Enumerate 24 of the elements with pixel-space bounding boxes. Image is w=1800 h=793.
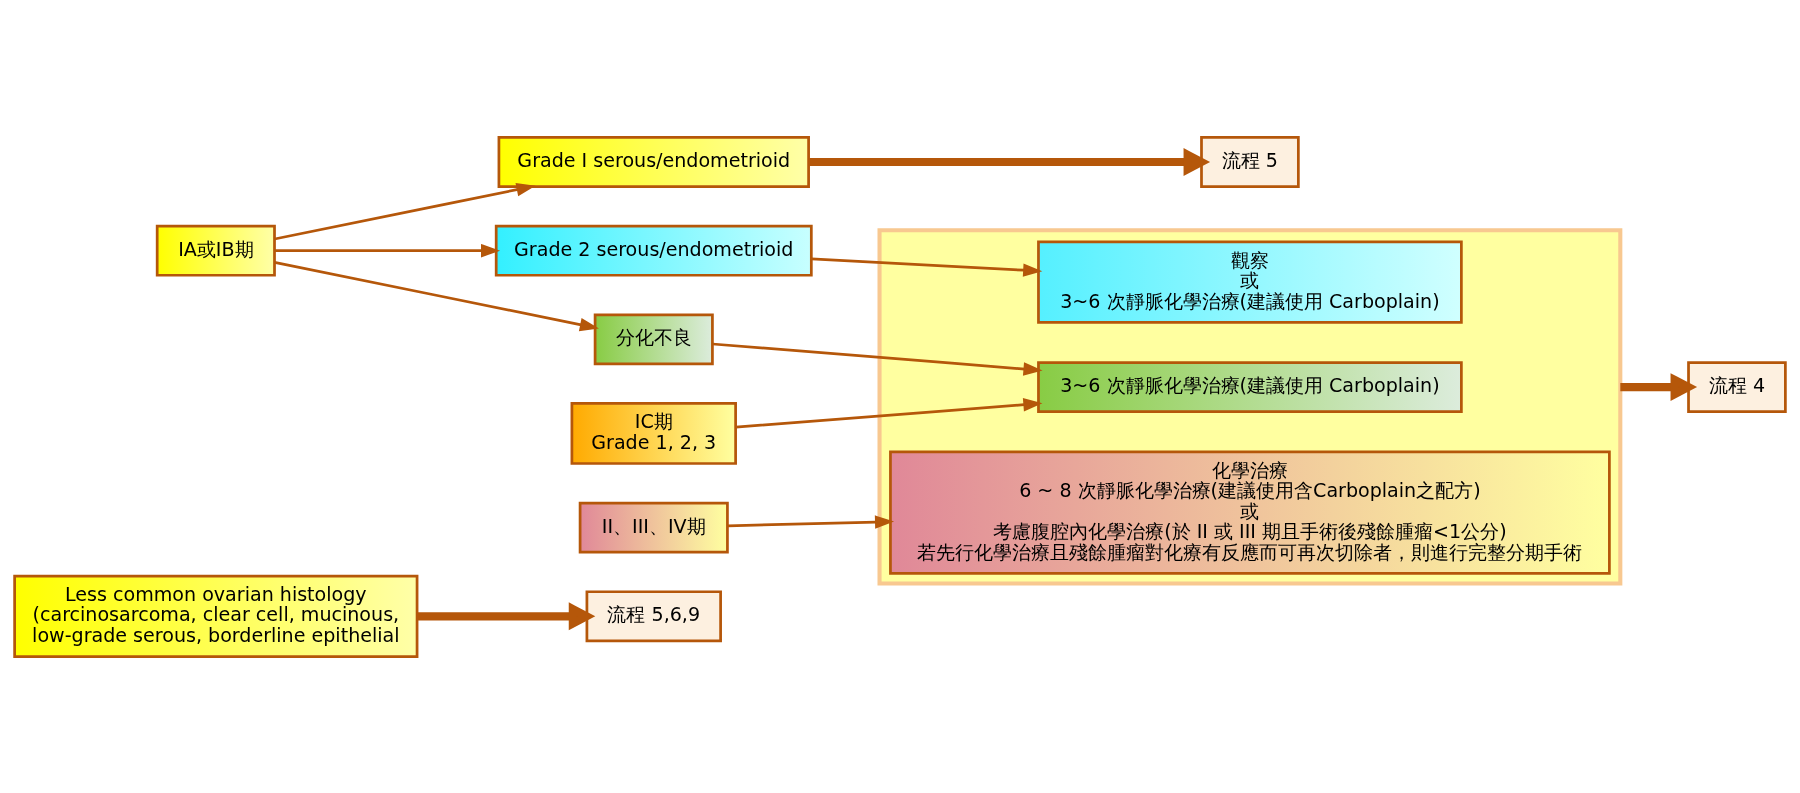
node-box: 化學治療 6 ~ 8 次靜脈化學治療(建議使用含Carboplain之配方) 或 考慮腹腔內化學治療(於 II 或 III 期且手術後殘餘腫瘤<1公分) 若先行化學治療且殘餘腫瘤對化療有反應而可再次切除者，則進行完整分期手術 [889, 450, 1611, 575]
node-box: 3~6 次靜脈化學治療(建議使用 Carboplain) [1037, 360, 1463, 413]
arrow [727, 514, 895, 529]
node-box: 流程 5 [1200, 135, 1300, 188]
node-box: IC期 Grade 1, 2, 3 [570, 401, 737, 465]
node-box: 流程 4 [1687, 360, 1787, 413]
node-box: IA或IB期 [155, 224, 276, 277]
node-box: II、III、IV期 [578, 501, 729, 554]
arrow [735, 397, 1043, 429]
node-box: 分化不良 [593, 312, 714, 365]
cluster [877, 227, 1623, 586]
node-box: Grade 2 serous/endometrioid [494, 224, 813, 277]
arrow [274, 243, 501, 257]
node-box: 觀察 或 3~6 次靜脈化學治療(建議使用 Carboplain) [1037, 239, 1463, 324]
arrow [274, 260, 599, 331]
arrow [808, 147, 1211, 176]
arrow [274, 182, 536, 240]
arrow [417, 601, 596, 630]
node-box: Less common ovarian histology (carcinosarcoma, clear cell, mucinous, low-grade serous, borderline epithelial [13, 574, 419, 658]
arrow [811, 257, 1043, 277]
arrow [1620, 372, 1698, 401]
arrow [712, 342, 1043, 376]
node-box: Grade I serous/endometrioid [497, 135, 810, 188]
node-box: 流程 5,6,9 [585, 589, 722, 642]
